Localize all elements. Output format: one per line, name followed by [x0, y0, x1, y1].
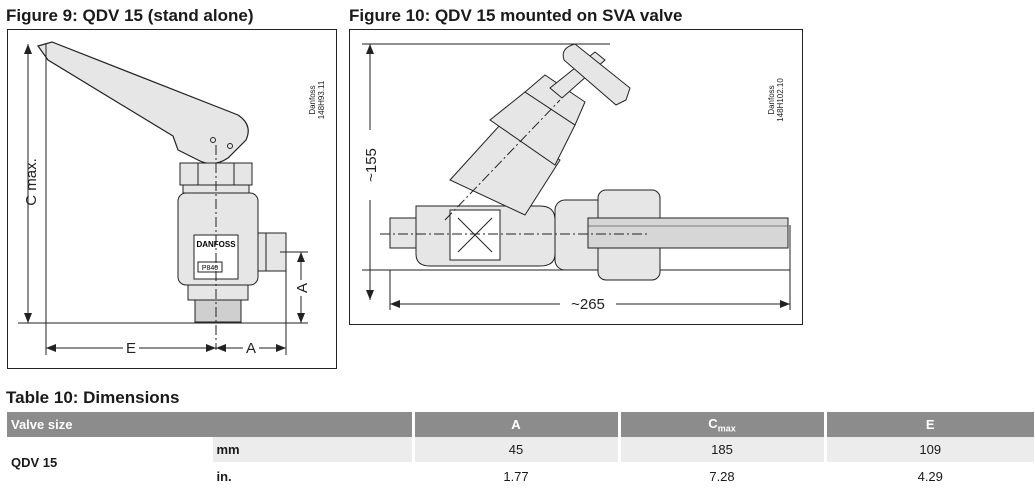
- header-a: A: [413, 412, 621, 437]
- table-title: Table 10: Dimensions: [6, 388, 180, 407]
- sva-inlet-stub: [389, 217, 417, 249]
- dim-a-vertical-label: A: [294, 283, 311, 293]
- value-c-cell: 185: [619, 437, 827, 464]
- bottom-thread: [194, 299, 242, 323]
- qdv-handle-bar: [587, 217, 789, 249]
- figure-9-title: Figure 9: QDV 15 (stand alone): [6, 6, 254, 25]
- table-row: in. 1.77 7.28 4.29: [7, 463, 1034, 489]
- unit-cell: mm: [211, 437, 415, 464]
- nameplate-code: P840: [202, 265, 218, 272]
- dim-155-label: ~155: [363, 148, 380, 182]
- figure-10-title: Figure 10: QDV 15 mounted on SVA valve: [349, 6, 683, 25]
- fig10-drawing-id-1: Danfoss: [767, 85, 776, 114]
- value-e-cell: 4.29: [825, 463, 1034, 489]
- figure-9-drawing: DANFOSS P840 C max. E A: [7, 29, 337, 369]
- qdv15-standalone-svg: DANFOSS P840 C max. E A: [18, 41, 326, 357]
- value-c-cell: 7.28: [619, 463, 827, 489]
- qdv15-on-sva-svg: ~155 ~265 Danfoss 148H102.10: [360, 43, 791, 313]
- dim-e-label: E: [126, 340, 136, 357]
- header-c-sub: max: [717, 423, 736, 434]
- sva-handwheel: [562, 43, 631, 106]
- fig9-drawing-id-1: Danfoss: [308, 85, 317, 114]
- header-e: E: [825, 412, 1034, 437]
- header-valve-size: Valve size: [7, 412, 415, 437]
- valve-size-cell: QDV 15: [7, 437, 213, 490]
- value-e-cell: 109: [825, 437, 1034, 464]
- dim-c-max-label: C max.: [23, 158, 40, 206]
- header-c-main: C: [708, 415, 718, 431]
- dim-a-label: A: [246, 340, 256, 357]
- valve-handle: [37, 41, 249, 165]
- table-header-row: Valve size A Cmax E: [7, 412, 1034, 437]
- fig10-drawing-id-2: 148H102.10: [776, 78, 785, 122]
- value-a-cell: 1.77: [413, 463, 621, 489]
- figure-10-drawing: ~155 ~265 Danfoss 148H102.10: [349, 29, 803, 325]
- value-a-cell: 45: [413, 437, 621, 464]
- unit-cell: in.: [211, 463, 415, 489]
- header-c-max: Cmax: [619, 412, 827, 437]
- table-row: QDV 15 mm 45 185 109: [7, 437, 1034, 490]
- dimensions-table: Valve size A Cmax E QDV 15 mm 45 185 109…: [7, 412, 1034, 490]
- dim-265-label: ~265: [571, 296, 605, 313]
- fig9-drawing-id-2: 148H93.11: [317, 80, 326, 119]
